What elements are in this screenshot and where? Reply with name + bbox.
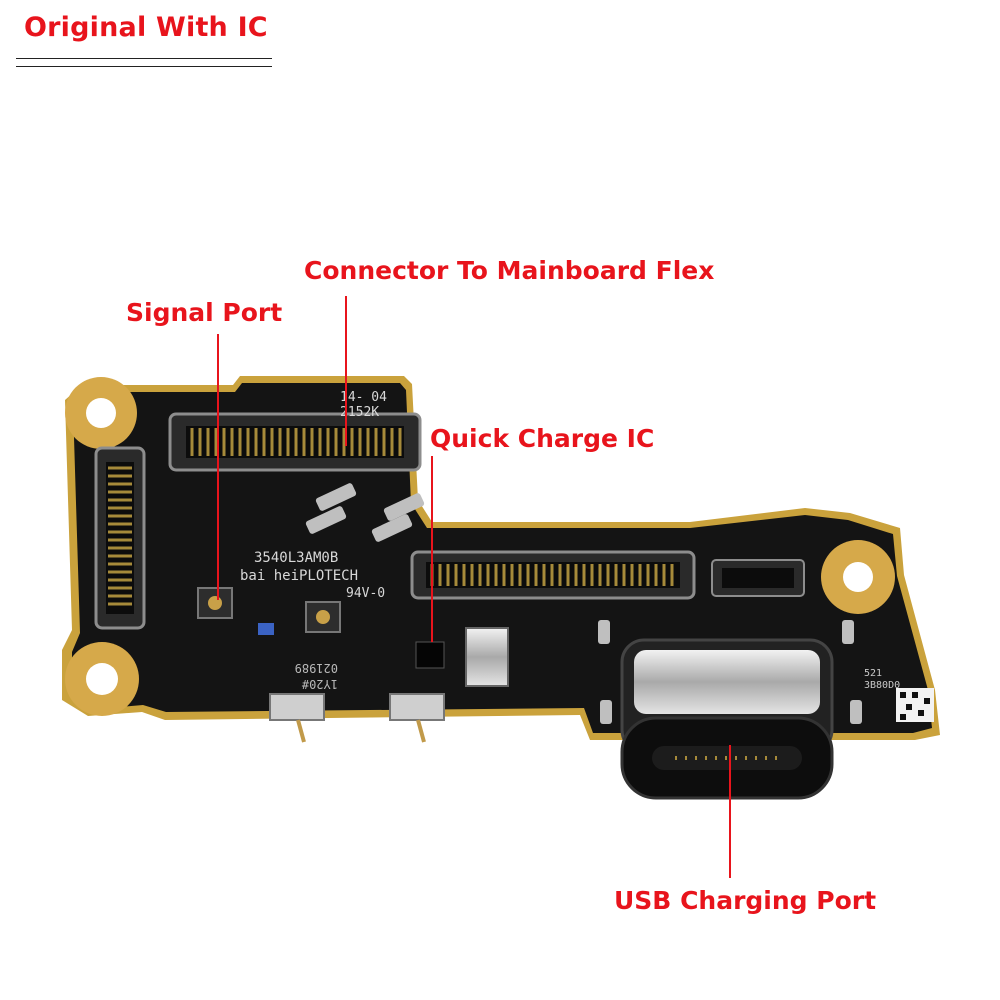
- mount-hole-right: [821, 540, 895, 614]
- silkscreen-maker: bai heiPLOTECH: [240, 568, 358, 584]
- silkscreen-code-top-1: 14- 04: [340, 390, 387, 405]
- title-underline: [16, 58, 272, 59]
- silkscreen-part-number: 3540L3AM0B: [254, 550, 338, 566]
- left-vertical-connector: [94, 446, 146, 630]
- silkscreen-code-top-2: 2152K: [340, 405, 379, 420]
- silkscreen-code-left-1: 021989: [295, 661, 338, 675]
- metal-pads: [305, 483, 862, 724]
- spring-contact-left: [269, 693, 325, 743]
- top-board-connector: [168, 412, 422, 472]
- quick-charge-ic-chip: [415, 641, 445, 669]
- signal-port-socket: [197, 587, 233, 619]
- small-right-connector: [711, 559, 805, 597]
- silkscreen-rating: 94V-0: [346, 586, 385, 601]
- datamatrix-code: [896, 688, 934, 722]
- mount-hole-top-left: [65, 377, 137, 449]
- mount-hole-bottom-left: [65, 642, 139, 716]
- spring-contact-right: [389, 693, 445, 743]
- second-antenna-socket: [305, 601, 341, 633]
- label-connector-flex: Connector To Mainboard Flex: [304, 256, 715, 285]
- label-usb-port: USB Charging Port: [614, 886, 877, 915]
- middle-board-connector: [410, 550, 696, 600]
- blue-capacitor: [258, 623, 274, 635]
- silkscreen-code-right-1: 521: [864, 668, 882, 679]
- silkscreen-code-right-2: 3B80D0: [864, 680, 900, 691]
- title-label: Original With IC: [24, 12, 268, 43]
- metal-shield-block: [465, 627, 509, 687]
- usb-c-port: [620, 638, 834, 800]
- title-underline-2: [16, 66, 272, 67]
- label-quick-charge-ic: Quick Charge IC: [430, 424, 655, 453]
- silkscreen-code-left-2: 1Y20#: [301, 677, 338, 691]
- label-signal-port: Signal Port: [126, 298, 283, 327]
